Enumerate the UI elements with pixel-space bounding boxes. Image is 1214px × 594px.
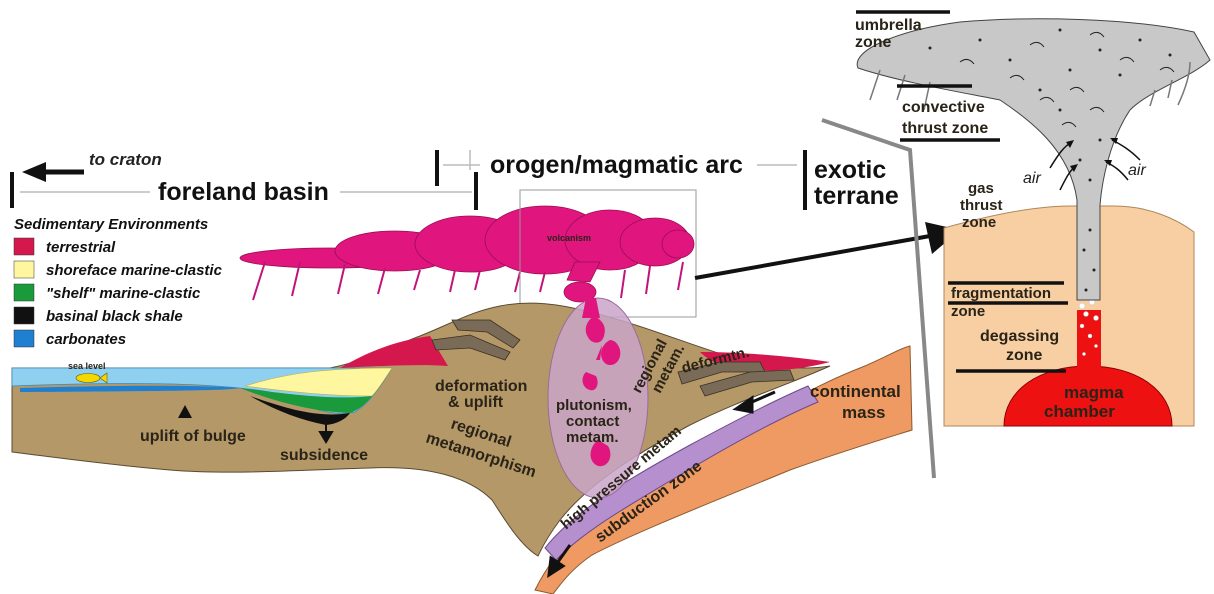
legend-item-shelf: "shelf" marine-clastic bbox=[14, 284, 201, 302]
legend-label: terrestrial bbox=[46, 239, 116, 256]
legend-swatch bbox=[14, 261, 34, 278]
legend-swatch bbox=[14, 238, 34, 255]
umbrella-zone-line1: umbrella bbox=[855, 17, 922, 34]
legend-item-terrestrial: terrestrial bbox=[14, 238, 116, 256]
gas-thrust-zone-line1: gas bbox=[968, 180, 994, 197]
foreland-basin-title: foreland basin bbox=[158, 178, 329, 206]
continental-mass-line1: continental bbox=[810, 382, 901, 401]
legend-label: shoreface marine-clastic bbox=[46, 262, 223, 279]
sea-level-label: sea level bbox=[68, 361, 106, 371]
plutonism-line2: contact bbox=[566, 413, 619, 430]
air-label-right: air bbox=[1128, 162, 1146, 179]
fragmentation-zone-line1: fragmentation bbox=[951, 285, 1051, 302]
legend-title: Sedimentary Environments bbox=[14, 216, 208, 233]
magma-chamber-line1: magma bbox=[1064, 383, 1124, 402]
magma-chamber-line2: chamber bbox=[1044, 402, 1115, 421]
legend-label: carbonates bbox=[46, 331, 126, 348]
orogen-title: orogen/magmatic arc bbox=[490, 151, 743, 179]
deformation-uplift-line1: deformation bbox=[435, 378, 527, 395]
terrestrial-wedge-left bbox=[340, 336, 448, 368]
convective-zone-line1: convective bbox=[902, 99, 985, 116]
legend-item-black-shale: basinal black shale bbox=[14, 307, 183, 325]
legend-item-carbonates: carbonates bbox=[14, 330, 126, 348]
eruption-cloud bbox=[240, 206, 694, 302]
fragmentation-zone-line2: zone bbox=[951, 303, 985, 320]
exotic-terrane-title-line1: exotic bbox=[814, 156, 886, 184]
subsidence-label: subsidence bbox=[280, 447, 368, 464]
legend-swatch bbox=[14, 284, 34, 301]
gas-thrust-zone-line2: thrust bbox=[960, 197, 1003, 214]
legend: Sedimentary Environments terrestrial sho… bbox=[14, 216, 223, 348]
legend-label: basinal black shale bbox=[46, 308, 183, 325]
degassing-zone-line1: degassing bbox=[980, 328, 1059, 345]
plutonism-line1: plutonism, bbox=[556, 397, 632, 414]
umbrella-zone-line2: zone bbox=[855, 34, 892, 51]
legend-item-shoreface: shoreface marine-clastic bbox=[14, 261, 223, 279]
convective-zone-line2: thrust zone bbox=[902, 120, 988, 137]
deformation-uplift-line2: & uplift bbox=[448, 394, 504, 411]
to-craton-arrow bbox=[22, 162, 84, 182]
uplift-of-bulge-label: uplift of bulge bbox=[140, 428, 246, 445]
legend-swatch bbox=[14, 307, 34, 324]
exotic-terrane-title-line2: terrane bbox=[814, 182, 899, 210]
volcanism-label: volcanism bbox=[547, 233, 591, 243]
to-craton-label: to craton bbox=[89, 150, 162, 169]
legend-swatch bbox=[14, 330, 34, 347]
plutonism-line3: metam. bbox=[566, 429, 619, 446]
air-label-left: air bbox=[1023, 170, 1041, 187]
continental-mass-line2: mass bbox=[842, 403, 885, 422]
degassing-zone-line2: zone bbox=[1006, 347, 1043, 364]
gas-thrust-zone-line3: zone bbox=[962, 214, 996, 231]
legend-label: "shelf" marine-clastic bbox=[46, 285, 201, 302]
